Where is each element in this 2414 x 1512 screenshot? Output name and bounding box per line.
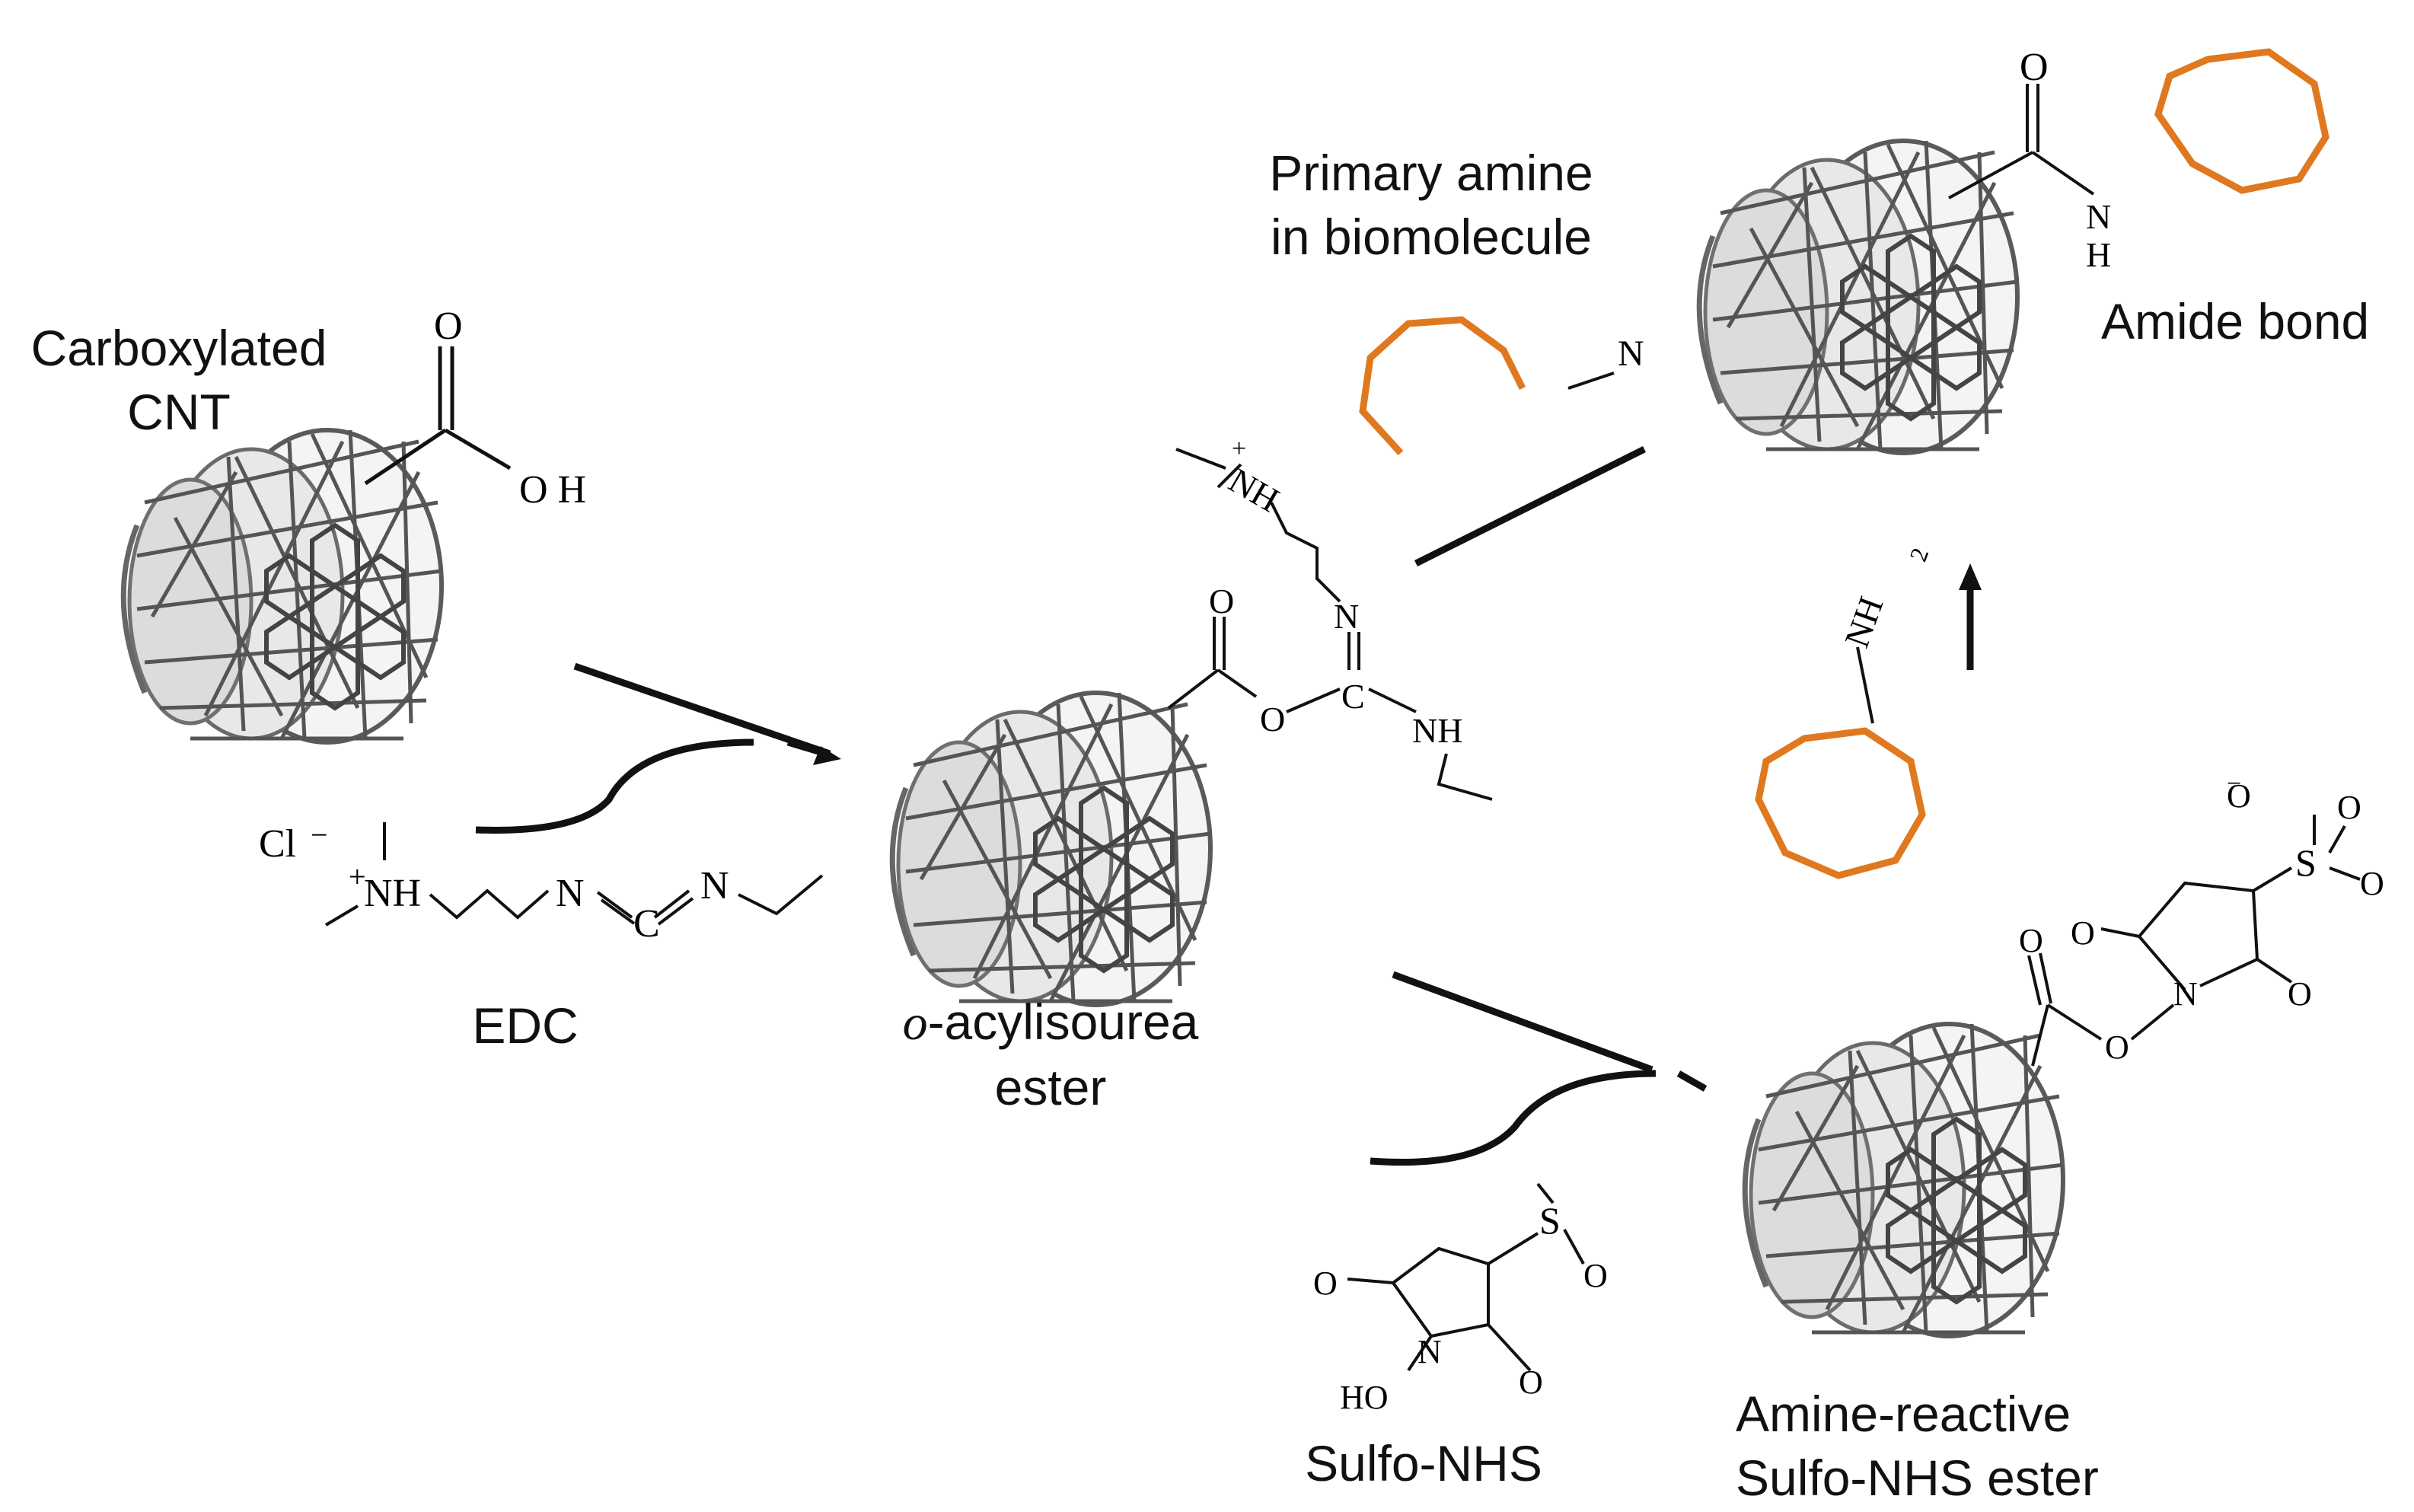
label-primary-amine-line2: in biomolecule [1271,209,1592,266]
atom-n: N [2086,197,2111,236]
label-acylisourea: -acylisourea [927,994,1199,1050]
biomolecule-ring-1 [1359,316,1526,456]
atom-o: O [2105,1029,2129,1066]
atom-o: O [2071,914,2095,952]
atom-n: N [2173,975,2198,1013]
atom-o: O [2020,46,2049,89]
atom-n: N [1618,333,1644,374]
atom-c: C [633,902,660,946]
atom-o: O [2360,865,2384,902]
reaction-arrow-up [1959,563,1982,670]
nhs-ester-structure: O O N O O S O − O O [1745,770,2384,1336]
atom-o: O [1260,700,1285,738]
label-o-prefix: o [902,995,928,1051]
atom-nh: NH [1412,711,1462,750]
label-carboxylated-cnt-line1: Carboxylated [30,320,327,376]
reaction-arrow-3 [1370,971,1708,1166]
atom-o: O [1519,1364,1543,1401]
cnt-tube-4 [1745,1024,2063,1336]
atom-minus: − [311,818,328,852]
atom-h: H [2086,235,2111,274]
label-amide-bond: Amide bond [2101,293,2370,349]
carboxylated-cnt-structure: O O H [123,305,586,742]
amine-bond [1567,372,1615,390]
label-edc: EDC [472,997,579,1054]
atom-s: S [2295,841,2317,884]
atom-minus: − [2227,770,2241,798]
atom-nh-plus: NH [364,872,421,915]
label-ester: ester [994,1059,1107,1116]
atom-plus: + [1232,435,1246,463]
edc-structure [324,822,824,927]
atom-ho: HO [1340,1379,1389,1416]
atom-s: S [1539,1199,1561,1242]
atom-nh2: NH [1837,592,1891,652]
sulfo-nhs-structure: O N O S O HO [1313,1182,1608,1416]
atom-n: N [556,872,585,915]
label-nhs-ester-line1: Amine-reactive [1736,1386,2071,1442]
cnt-tube-2 [892,693,1210,1005]
atom-o: O [2019,922,2043,959]
atom-oh: O H [519,468,586,512]
label-nhs-ester-line2: Sulfo-NHS ester [1736,1450,2099,1507]
reaction-arrow-1 [475,662,841,834]
atom-o: O [434,305,463,348]
atom-o: O [1583,1257,1608,1294]
reaction-arrow-2 [1414,445,1647,567]
label-nhs-ester: Amine-reactive Sulfo-NHS ester [1736,1382,2099,1510]
o-acylisourea-structure: O O N C NH NH + [892,435,1493,1005]
atom-o: O [2227,777,2251,815]
atom-o: O [2288,975,2312,1013]
atom-n: N [700,864,729,908]
atom-n: N [1334,597,1359,636]
label-carboxylated-cnt-line2: CNT [127,384,231,441]
cnt-tube-1 [123,430,442,742]
atom-c: C [1341,677,1365,716]
atom-cl: Cl [259,822,296,866]
label-carboxylated-cnt: Carboxylated CNT [11,316,346,445]
atom-n: N [1417,1333,1442,1370]
atom-o: O [2337,789,2361,826]
atom-plus: + [349,860,366,894]
label-o-acylisourea: o-acylisourea ester [853,990,1248,1120]
atom-sub2: 2 [1904,544,1934,565]
atom-o: O [1209,582,1234,620]
label-primary-amine-line1: Primary amine [1269,145,1593,201]
amide-product-structure: O N H [1699,46,2111,453]
label-primary-amine: Primary amine in biomolecule [1203,141,1660,270]
biomolecule-ring-2 [2154,48,2329,194]
atom-o: O [1313,1265,1338,1302]
amine-biomolecule-structure [1755,646,1926,879]
label-sulfo-nhs: Sulfo-NHS [1305,1435,1542,1491]
